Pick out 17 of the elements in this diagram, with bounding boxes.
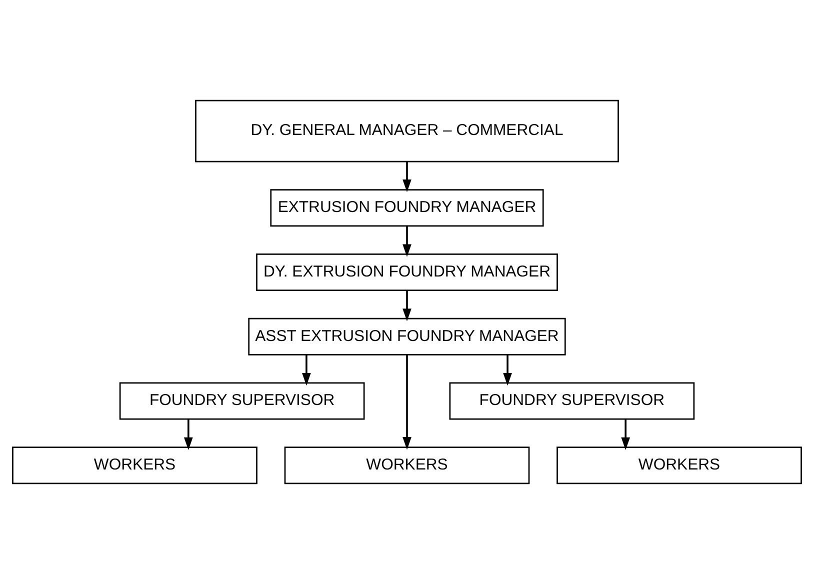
- arrow: [402, 162, 412, 192]
- node-box: DY. EXTRUSION FOUNDRY MANAGER: [256, 253, 558, 291]
- node-box: DY. GENERAL MANAGER – COMMERCIAL: [195, 100, 619, 162]
- node-box: WORKERS: [12, 446, 258, 484]
- node-box: WORKERS: [284, 446, 530, 484]
- arrow: [402, 290, 412, 322]
- arrow: [503, 354, 512, 386]
- arrow: [302, 354, 311, 386]
- node-box: ASST EXTRUSION FOUNDRY MANAGER: [248, 318, 566, 356]
- node-box: FOUNDRY SUPERVISOR: [449, 382, 695, 420]
- arrow: [402, 355, 412, 450]
- arrow: [621, 419, 630, 450]
- arrow: [402, 226, 412, 257]
- arrow: [184, 419, 193, 450]
- node-box: FOUNDRY SUPERVISOR: [119, 382, 365, 420]
- node-box: WORKERS: [556, 446, 802, 484]
- node-box: EXTRUSION FOUNDRY MANAGER: [270, 189, 544, 227]
